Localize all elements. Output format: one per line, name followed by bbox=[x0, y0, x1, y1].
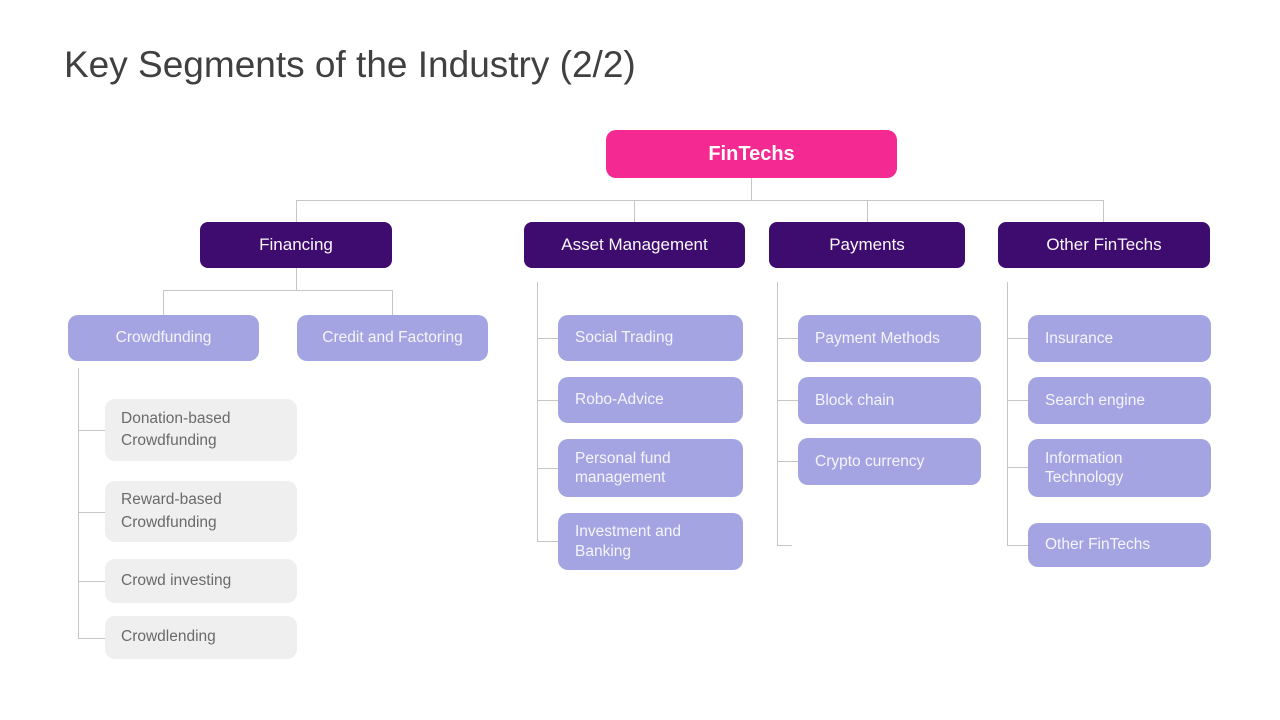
node-credit-and-factoring: Credit and Factoring bbox=[297, 315, 488, 361]
connector-line bbox=[78, 638, 105, 639]
connector-line bbox=[777, 461, 798, 462]
connector-line bbox=[537, 541, 558, 542]
node-crowdlending: Crowdlending bbox=[105, 616, 297, 659]
node-investment-and-banking: Investment and Banking bbox=[558, 513, 743, 570]
node-crypto-currency: Crypto currency bbox=[798, 438, 981, 485]
connector-line bbox=[634, 200, 635, 222]
connector-line bbox=[867, 200, 868, 222]
node-crowd-investing: Crowd investing bbox=[105, 559, 297, 603]
connector-line bbox=[1007, 282, 1008, 545]
node-other-fintechs-leaf: Other FinTechs bbox=[1028, 523, 1211, 567]
slide-title: Key Segments of the Industry (2/2) bbox=[64, 44, 636, 85]
connector-line bbox=[78, 512, 105, 513]
connector-line bbox=[1007, 400, 1028, 401]
node-social-trading: Social Trading bbox=[558, 315, 743, 361]
connector-line bbox=[777, 338, 798, 339]
node-reward-based-crowdfunding: Reward-based Crowdfunding bbox=[105, 481, 297, 542]
connector-line bbox=[537, 338, 558, 339]
connector-line bbox=[163, 290, 164, 315]
connector-line bbox=[537, 468, 558, 469]
node-financing: Financing bbox=[200, 222, 392, 268]
connector-line bbox=[296, 200, 1103, 201]
node-other-fintechs: Other FinTechs bbox=[998, 222, 1210, 268]
connector-line bbox=[1007, 545, 1028, 546]
connector-line bbox=[296, 200, 297, 222]
connector-line bbox=[78, 581, 105, 582]
connector-line bbox=[777, 545, 792, 546]
connector-line bbox=[296, 268, 297, 290]
node-fintechs-root: FinTechs bbox=[606, 130, 897, 178]
node-payment-methods: Payment Methods bbox=[798, 315, 981, 362]
node-crowdfunding: Crowdfunding bbox=[68, 315, 259, 361]
node-robo-advice: Robo-Advice bbox=[558, 377, 743, 423]
node-asset-management: Asset Management bbox=[524, 222, 745, 268]
connector-line bbox=[777, 400, 798, 401]
node-information-technology: Information Technology bbox=[1028, 439, 1211, 497]
connector-line bbox=[392, 290, 393, 315]
connector-line bbox=[1007, 338, 1028, 339]
connector-line bbox=[78, 368, 79, 638]
connector-line bbox=[537, 400, 558, 401]
connector-line bbox=[537, 282, 538, 542]
connector-line bbox=[1103, 200, 1104, 222]
node-insurance: Insurance bbox=[1028, 315, 1211, 362]
node-search-engine: Search engine bbox=[1028, 377, 1211, 424]
node-payments: Payments bbox=[769, 222, 965, 268]
connector-line bbox=[751, 178, 752, 200]
node-donation-based-crowdfunding: Donation-based Crowdfunding bbox=[105, 399, 297, 461]
connector-line bbox=[78, 430, 105, 431]
node-block-chain: Block chain bbox=[798, 377, 981, 424]
connector-line bbox=[163, 290, 393, 291]
connector-line bbox=[777, 282, 778, 545]
node-personal-fund-management: Personal fund management bbox=[558, 439, 743, 497]
connector-line bbox=[1007, 467, 1028, 468]
